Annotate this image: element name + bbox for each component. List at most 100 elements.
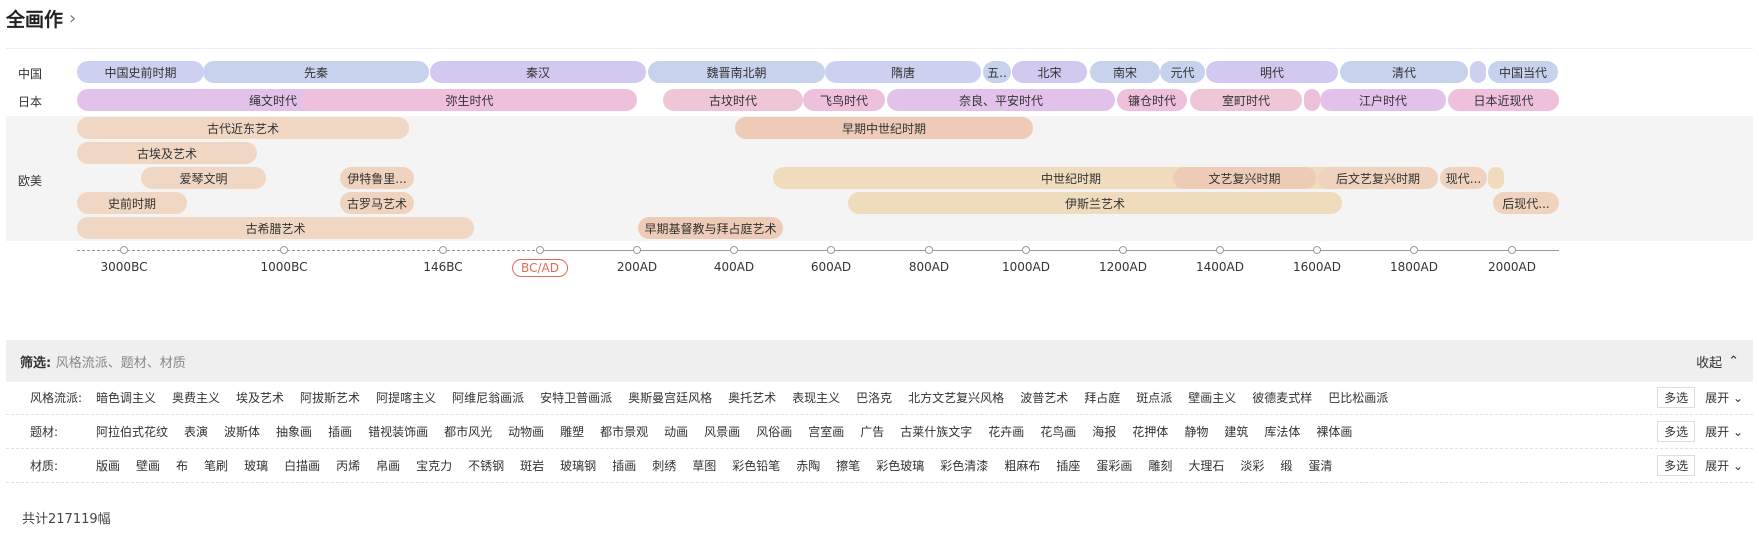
filter-option[interactable]: 插画	[328, 425, 353, 439]
period-japan[interactable]: 日本近现代	[1448, 89, 1559, 111]
filter-option[interactable]: 插画	[612, 459, 637, 473]
period-west[interactable]: 爱琴文明	[141, 167, 266, 189]
period-west[interactable]: 伊特鲁里...	[340, 167, 414, 189]
expand-button[interactable]: 展开 ⌄	[1705, 459, 1743, 473]
period-china[interactable]: 南宋	[1090, 61, 1160, 83]
axis-label[interactable]: 1600AD	[1293, 260, 1341, 274]
filter-option[interactable]: 斑岩	[520, 459, 545, 473]
filter-option[interactable]: 都市景观	[600, 425, 649, 439]
filter-option[interactable]: 彩色铅笔	[732, 459, 781, 473]
period-china[interactable]	[1470, 61, 1486, 83]
filter-option[interactable]: 奥费主义	[172, 391, 221, 405]
period-japan[interactable]	[1304, 89, 1320, 111]
filter-option[interactable]: 白描画	[284, 459, 321, 473]
axis-label[interactable]: 800AD	[908, 260, 950, 274]
period-west[interactable]: 古代近东艺术	[77, 117, 409, 139]
expand-button[interactable]: 展开 ⌄	[1705, 391, 1743, 405]
filter-option[interactable]: 错视装饰画	[368, 425, 429, 439]
filter-option[interactable]: 布	[176, 459, 189, 473]
period-china[interactable]: 清代	[1340, 61, 1468, 83]
filter-option[interactable]: 花卉画	[988, 425, 1025, 439]
period-china[interactable]: 秦汉	[430, 61, 646, 83]
filter-option[interactable]: 埃及艺术	[236, 391, 285, 405]
filter-option[interactable]: 雕塑	[560, 425, 585, 439]
filter-option[interactable]: 奥托艺术	[728, 391, 777, 405]
filter-option[interactable]: 都市风光	[444, 425, 493, 439]
period-china[interactable]: 北宋	[1012, 61, 1087, 83]
filter-option[interactable]: 花押体	[1132, 425, 1169, 439]
period-japan[interactable]: 镰仓时代	[1117, 89, 1187, 111]
axis-label[interactable]: 146BC	[423, 260, 463, 274]
axis-label[interactable]: 600AD	[810, 260, 852, 274]
filter-option[interactable]: 粗麻布	[1004, 459, 1041, 473]
page-header[interactable]: 全画作 ›	[6, 4, 76, 32]
filter-option[interactable]: 蛋清	[1308, 459, 1333, 473]
filter-option[interactable]: 抽象画	[276, 425, 313, 439]
filter-option[interactable]: 不锈钢	[468, 459, 505, 473]
period-china[interactable]: 魏晋南北朝	[648, 61, 825, 83]
filter-option[interactable]: 玻璃钢	[560, 459, 597, 473]
filter-option[interactable]: 波斯体	[224, 425, 261, 439]
period-west[interactable]: 古希腊艺术	[77, 217, 474, 239]
filter-option[interactable]: 巴洛克	[856, 391, 893, 405]
filter-option[interactable]: 笔刷	[204, 459, 229, 473]
filter-option[interactable]: 古莱什族文字	[900, 425, 973, 439]
axis-label[interactable]: 1000BC	[260, 260, 308, 274]
period-japan[interactable]: 古坟时代	[663, 89, 803, 111]
multi-select-button[interactable]: 多选	[1657, 455, 1696, 476]
filter-option[interactable]: 帛画	[376, 459, 401, 473]
filter-option[interactable]: 刺绣	[652, 459, 677, 473]
filter-option[interactable]: 玻璃	[244, 459, 269, 473]
collapse-button[interactable]: 收起⌃	[1696, 352, 1739, 371]
period-west[interactable]: 文艺复兴时期	[1173, 167, 1316, 189]
filter-option[interactable]: 巴比松画派	[1328, 391, 1389, 405]
period-japan[interactable]: 室町时代	[1190, 89, 1302, 111]
filter-option[interactable]: 雕刻	[1148, 459, 1173, 473]
filter-option[interactable]: 动物画	[508, 425, 545, 439]
axis-label[interactable]: 400AD	[713, 260, 755, 274]
multi-select-button[interactable]: 多选	[1657, 421, 1696, 442]
filter-option[interactable]: 草图	[692, 459, 717, 473]
filter-option[interactable]: 表现主义	[792, 391, 841, 405]
filter-option[interactable]: 缎	[1280, 459, 1293, 473]
filter-option[interactable]: 阿拉伯式花纹	[96, 425, 169, 439]
filter-option[interactable]: 北方文艺复兴风格	[908, 391, 1005, 405]
filter-option[interactable]: 阿维尼翁画派	[452, 391, 525, 405]
period-west[interactable]: 后现代...	[1493, 192, 1559, 214]
axis-label[interactable]: 1400AD	[1196, 260, 1244, 274]
filter-option[interactable]: 静物	[1184, 425, 1209, 439]
period-japan[interactable]: 江户时代	[1320, 89, 1446, 111]
filter-option[interactable]: 风景画	[704, 425, 741, 439]
period-west[interactable]: 现代...	[1440, 167, 1487, 189]
multi-select-button[interactable]: 多选	[1657, 387, 1696, 408]
period-china[interactable]: 中国史前时期	[77, 61, 204, 83]
filter-option[interactable]: 插座	[1056, 459, 1081, 473]
filter-option[interactable]: 淡彩	[1240, 459, 1265, 473]
period-china[interactable]: 元代	[1160, 61, 1205, 83]
filter-option[interactable]: 裸体画	[1316, 425, 1353, 439]
filter-option[interactable]: 建筑	[1224, 425, 1249, 439]
period-china[interactable]: 五..	[983, 61, 1011, 83]
filter-option[interactable]: 版画	[96, 459, 121, 473]
period-china[interactable]: 先秦	[203, 61, 429, 83]
filter-option[interactable]: 波普艺术	[1020, 391, 1069, 405]
filter-option[interactable]: 库法体	[1264, 425, 1301, 439]
expand-button[interactable]: 展开 ⌄	[1705, 425, 1743, 439]
filter-option[interactable]: 彩色清漆	[940, 459, 989, 473]
axis-label[interactable]: 2000AD	[1488, 260, 1536, 274]
period-japan[interactable]: 奈良、平安时代	[887, 89, 1115, 111]
period-japan[interactable]: 飞鸟时代	[803, 89, 885, 111]
filter-option[interactable]: 彼德麦式样	[1252, 391, 1313, 405]
filter-option[interactable]: 阿提喀主义	[376, 391, 437, 405]
filter-option[interactable]: 擦笔	[836, 459, 861, 473]
filter-option[interactable]: 暗色调主义	[96, 391, 157, 405]
period-china[interactable]: 隋唐	[825, 61, 981, 83]
axis-label[interactable]: 1000AD	[1002, 260, 1050, 274]
period-china[interactable]: 明代	[1206, 61, 1338, 83]
filter-option[interactable]: 动画	[664, 425, 689, 439]
filter-option[interactable]: 大理石	[1188, 459, 1225, 473]
axis-label[interactable]: BC/AD	[512, 259, 568, 277]
axis-label[interactable]: 200AD	[616, 260, 658, 274]
filter-option[interactable]: 安特卫普画派	[540, 391, 613, 405]
filter-option[interactable]: 花鸟画	[1040, 425, 1077, 439]
